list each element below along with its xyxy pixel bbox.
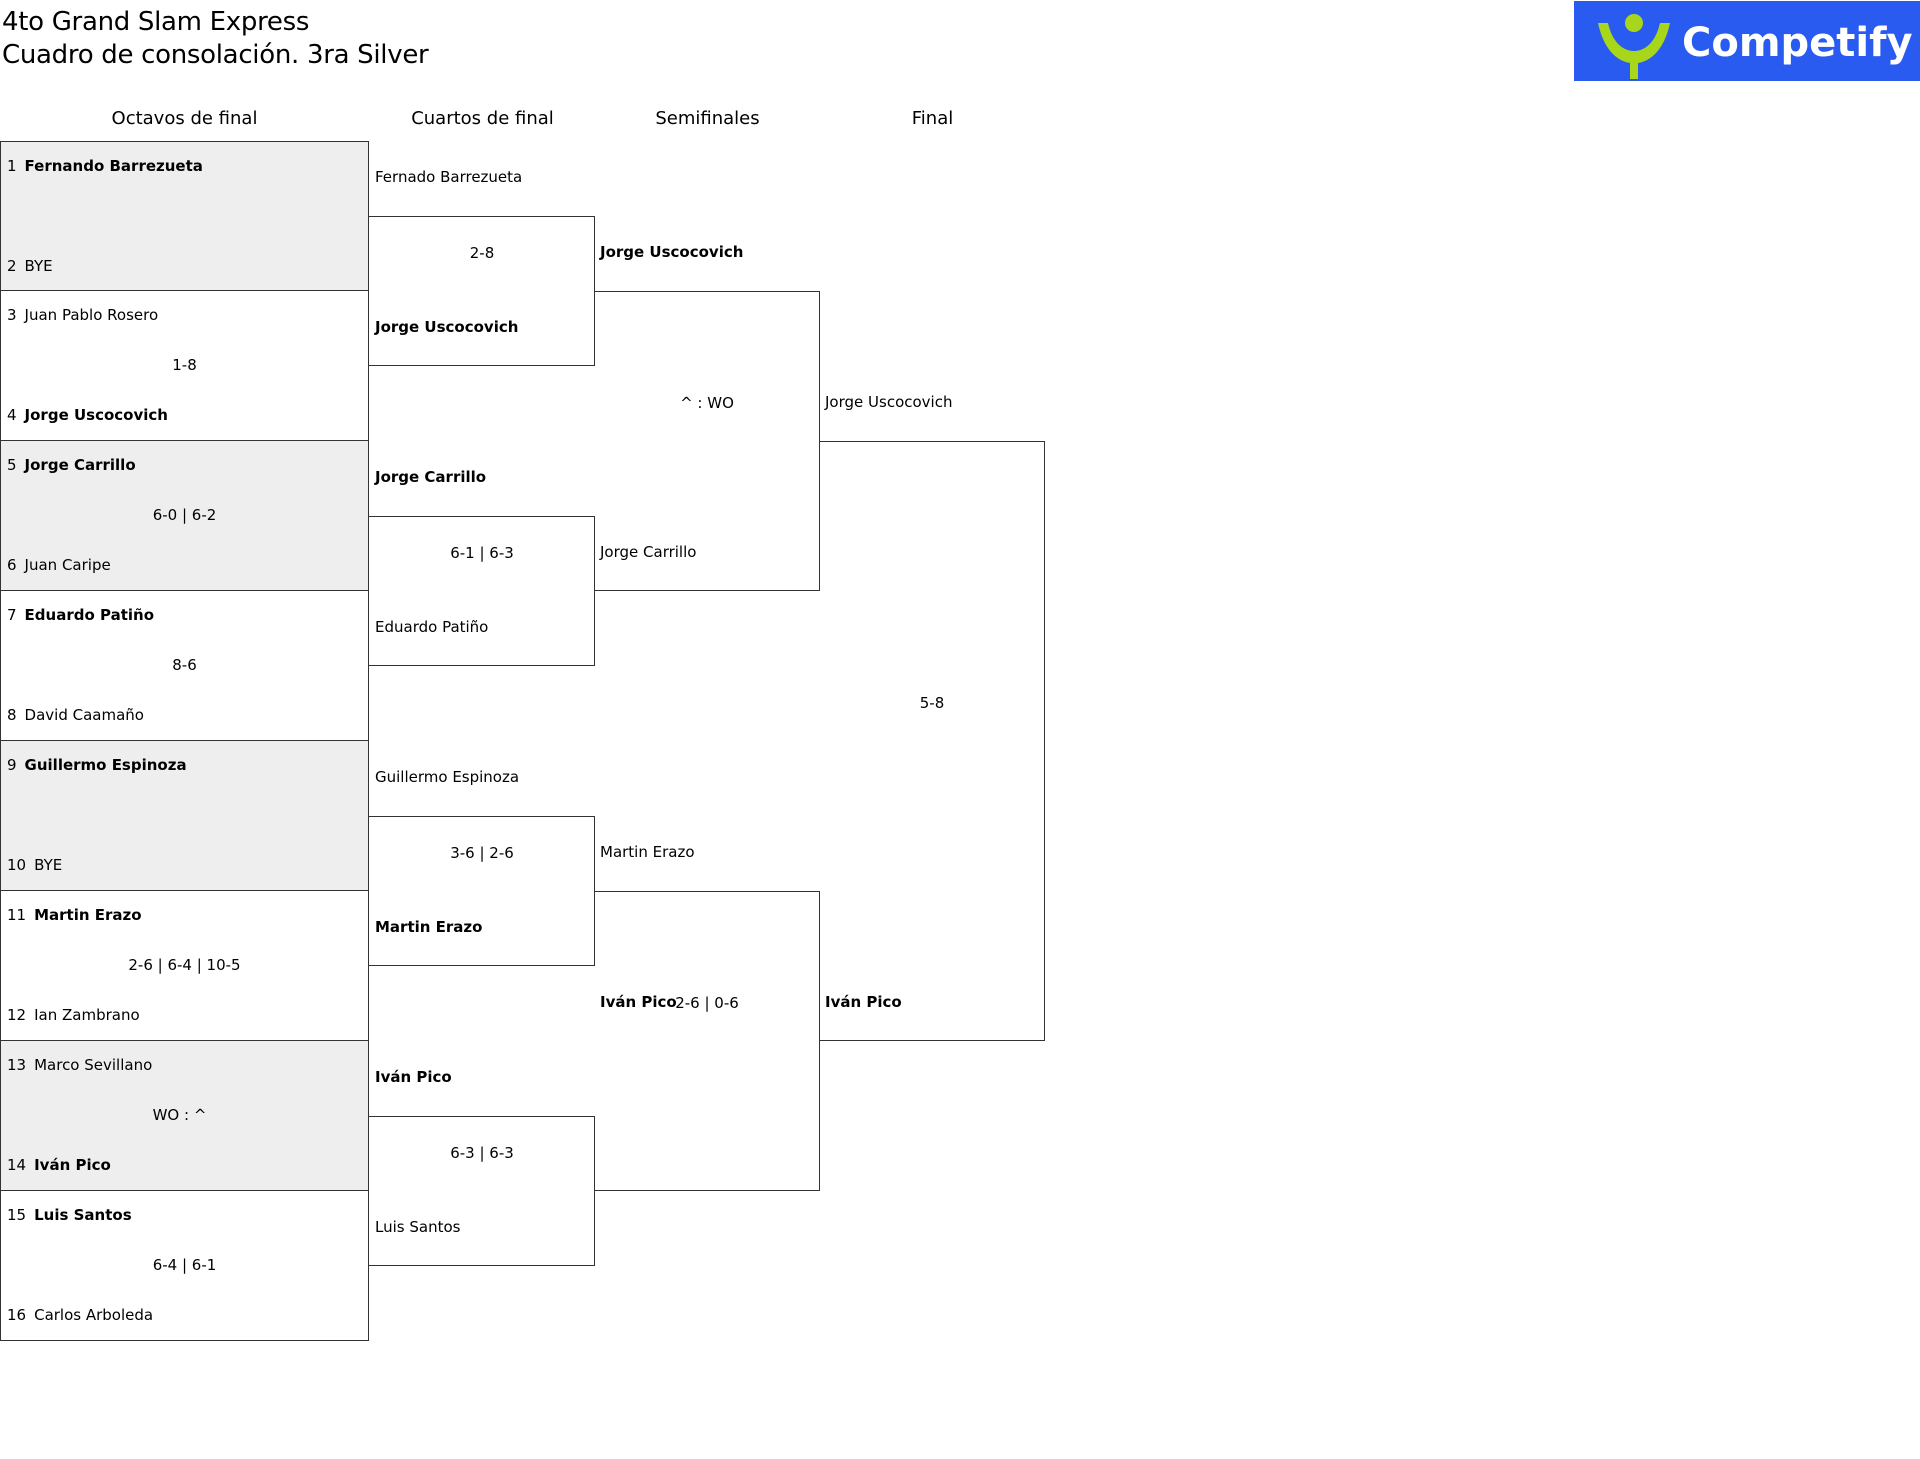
match-score: WO : ^ [152,1106,207,1124]
qf-player: Martin Erazo [375,918,483,936]
draw-subtitle: Cuadro de consolación. 3ra Silver [2,40,429,70]
match-score: 6-4 | 6-1 [152,1256,217,1274]
sf-player: Jorge Uscocovich [600,243,744,261]
logo-text: Competify [1682,20,1913,66]
match-score: 5-8 [919,694,945,712]
qf-player: Guillermo Espinoza [375,768,520,786]
match-sf-2 [594,891,820,1191]
round-header-sf: Semifinales [655,108,760,129]
match-score: 2-6 | 0-6 [675,994,739,1012]
match-qf-2 [369,516,595,666]
match-score: 8-6 [172,656,197,674]
match-qf-4 [369,1116,595,1266]
final-player: Jorge Uscocovich [825,393,953,411]
sf-player: Iván Pico [600,993,677,1011]
match-final [819,441,1045,1041]
match-score: 6-3 | 6-3 [450,1144,514,1162]
sf-player: Jorge Carrillo [600,543,697,561]
qf-player: Jorge Carrillo [375,468,487,486]
round-header-final: Final [911,108,954,129]
qf-player: Iván Pico [375,1068,452,1086]
round-header-qf: Cuartos de final [411,108,554,129]
tournament-title: 4to Grand Slam Express [2,7,310,37]
match-score: 6-1 | 6-3 [450,544,514,562]
match-qf-3 [369,816,595,966]
qf-player: Eduardo Patiño [375,618,489,636]
match-score: 1-8 [172,356,197,374]
match-score: 6-0 | 6-2 [152,506,217,524]
match-score: 3-6 | 2-6 [450,844,514,862]
competify-logo: Competify [1574,1,1920,81]
person-icon [1598,14,1670,79]
qf-player: Jorge Uscocovich [375,318,519,336]
final-player: Iván Pico [825,993,902,1011]
match-score: 2-6 | 6-4 | 10-5 [128,956,241,974]
qf-player: Fernado Barrezueta [375,168,523,186]
sf-player: Martin Erazo [600,843,695,861]
match-score: ^ : WO [680,394,734,412]
match-score: 2-8 [469,244,495,262]
round-header-r16: Octavos de final [111,108,258,129]
qf-player: Luis Santos [375,1218,461,1236]
match-qf-1 [369,216,595,366]
